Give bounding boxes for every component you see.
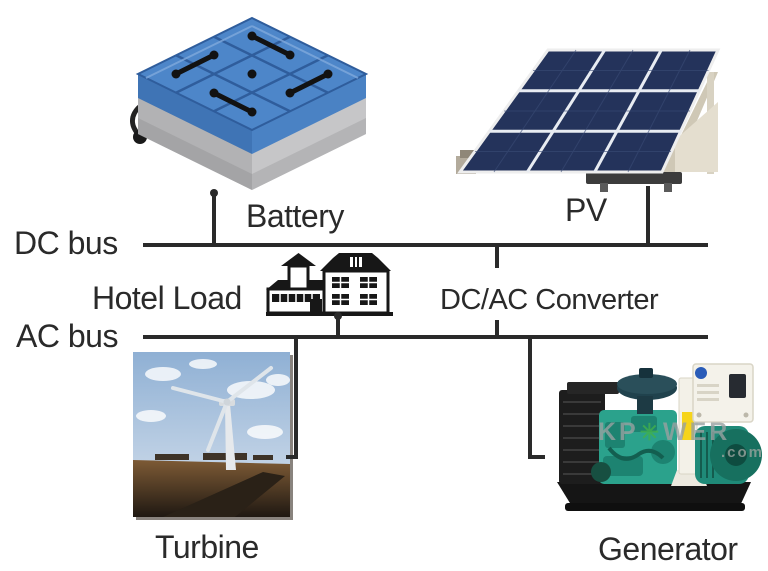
- turbine-hub: [223, 398, 231, 406]
- house-tower-roof: [281, 253, 316, 266]
- hotel-load-house-icon: [266, 250, 393, 317]
- battery-blue-band-right: [252, 74, 366, 154]
- house-door: [310, 299, 322, 313]
- converter-dc-connector: [495, 247, 499, 268]
- turbine-blades: [171, 366, 273, 452]
- battery-label: Battery: [246, 198, 344, 234]
- turbine-connector-vertical: [294, 339, 298, 459]
- converter-ac-connector: [495, 320, 499, 335]
- pv-label: PV: [565, 192, 607, 228]
- battery-image: [128, 6, 376, 192]
- battery-illustration: [130, 16, 369, 190]
- generator-brand-logo: [695, 367, 707, 379]
- dc-bus-line: [143, 243, 708, 247]
- ac-bus-label: AC bus: [16, 318, 118, 354]
- turbine-tower: [225, 404, 236, 470]
- generator-base-skid: [557, 482, 751, 508]
- turbine-image: [133, 352, 290, 517]
- dc-bus-label: DC bus: [14, 225, 118, 261]
- clouds: [136, 359, 290, 439]
- generator-yellow-sticker: [682, 412, 694, 440]
- generator-connector-vertical: [528, 339, 532, 459]
- generator-illustration: [557, 363, 762, 511]
- turbine-label: Turbine: [155, 529, 259, 565]
- battery-connector: [212, 193, 216, 243]
- turbine-photo: [133, 352, 290, 517]
- hotel-load-connector: [336, 316, 340, 335]
- hotel-load-label: Hotel Load: [92, 280, 242, 316]
- distant-buildings: [155, 453, 273, 460]
- dc-ac-converter-label: DC/AC Converter: [440, 284, 659, 316]
- house-tower: [287, 264, 310, 291]
- pv-deflector: [675, 102, 718, 172]
- battery-jumper-cables: [173, 33, 331, 115]
- house-roof-window: [350, 257, 362, 267]
- pv-illustration: [456, 48, 721, 192]
- turbine-connector-horizontal: [286, 455, 298, 459]
- ac-bus-line: [143, 335, 708, 339]
- generator-control-screen: [729, 374, 746, 398]
- pv-mount-bar: [586, 172, 682, 184]
- generator-image: [543, 352, 763, 520]
- generator-connector-horizontal: [528, 455, 545, 459]
- house-base: [266, 312, 393, 316]
- battery-blue-band-left: [138, 74, 252, 154]
- road: [163, 472, 285, 517]
- generator-label: Generator: [598, 531, 738, 567]
- pv-image: [450, 44, 725, 194]
- pv-connector: [646, 186, 650, 243]
- house-illustration: [266, 253, 393, 316]
